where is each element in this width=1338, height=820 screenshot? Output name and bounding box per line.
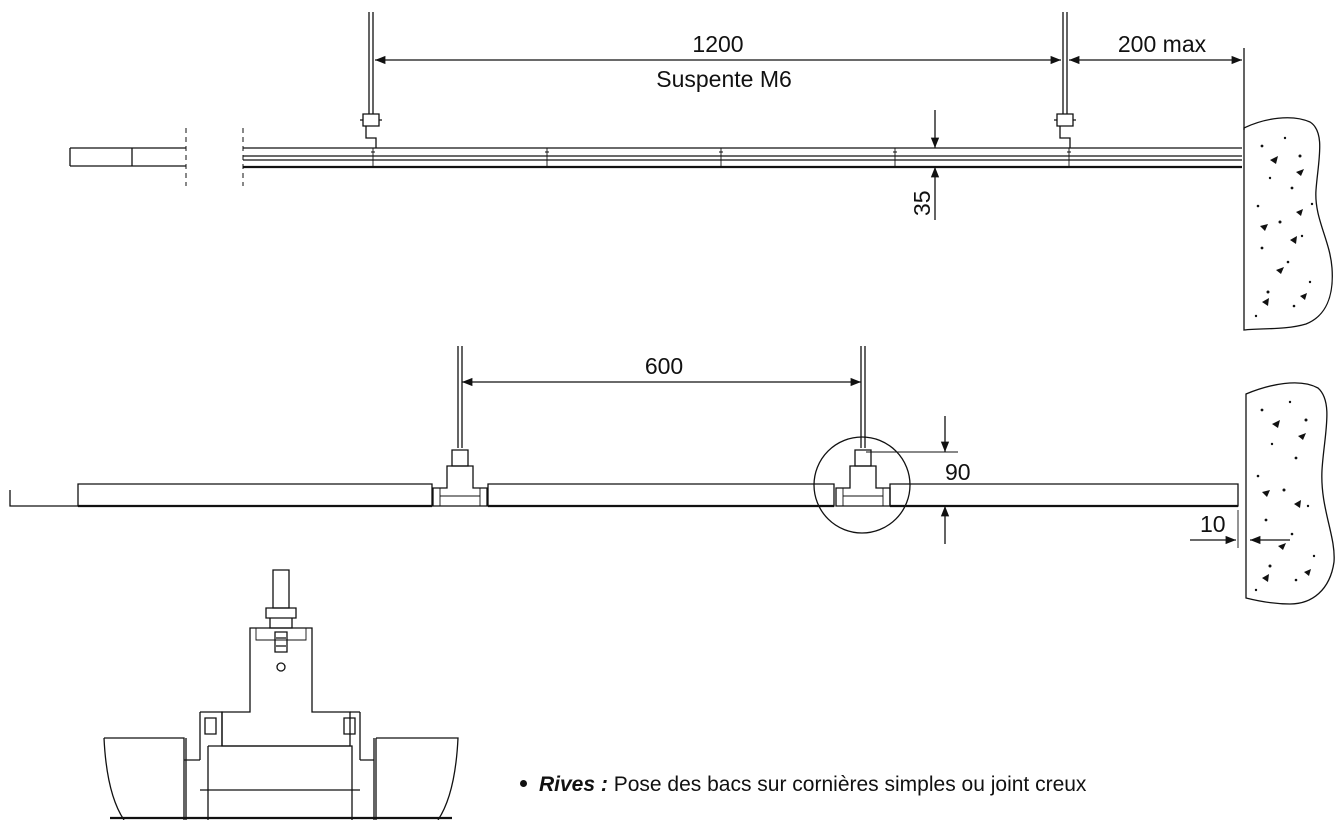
concrete-wall-middle: [1245, 382, 1335, 605]
carrier-right: [835, 346, 891, 507]
top-rail: [243, 147, 1242, 169]
detail-tray-right: [360, 737, 459, 820]
edge-note: Rives : Pose des bacs sur cornières simp…: [520, 773, 1086, 797]
dimension-600-label: 600: [645, 353, 683, 379]
ceiling-tray-2: [487, 483, 835, 507]
dimension-200-max: 200 max: [1069, 31, 1245, 130]
dimension-10: 10: [1190, 510, 1290, 548]
edge-angle: [9, 490, 78, 507]
concrete-wall-top: [1243, 117, 1333, 331]
threaded-rod: [272, 569, 290, 609]
bullet-icon: [520, 779, 527, 787]
ceiling-tray-1: [77, 483, 433, 507]
hanger-rod-right: [1054, 12, 1076, 148]
dimension-200-max-label: 200 max: [1118, 31, 1207, 57]
dimension-90-label: 90: [945, 459, 971, 485]
dimension-35: 35: [909, 110, 944, 220]
dimension-35-label: 35: [909, 190, 935, 216]
carrier-left: [432, 346, 488, 507]
dimension-600: 600: [462, 353, 861, 387]
ceiling-tray-3: [889, 483, 1239, 507]
dimension-1200-label: 1200: [692, 31, 743, 57]
dimension-1200: 1200 Suspente M6: [375, 31, 1061, 92]
note-title: Rives :: [539, 773, 608, 796]
cut-rail-stub: [69, 128, 244, 186]
hanger-label: Suspente M6: [656, 66, 792, 92]
carrier-detail-view: [103, 569, 459, 820]
hanger-rod-left: [360, 12, 382, 148]
top-elevation-view: 1200 Suspente M6 200 max 35: [69, 12, 1333, 331]
dimension-90: 90: [866, 416, 971, 544]
dimension-10-label: 10: [1200, 511, 1226, 537]
middle-section-view: 600 90 10: [9, 346, 1335, 605]
detail-circle: [813, 436, 911, 534]
detail-tray-left: [103, 737, 200, 820]
note-text: Pose des bacs sur cornières simples ou j…: [613, 773, 1087, 796]
